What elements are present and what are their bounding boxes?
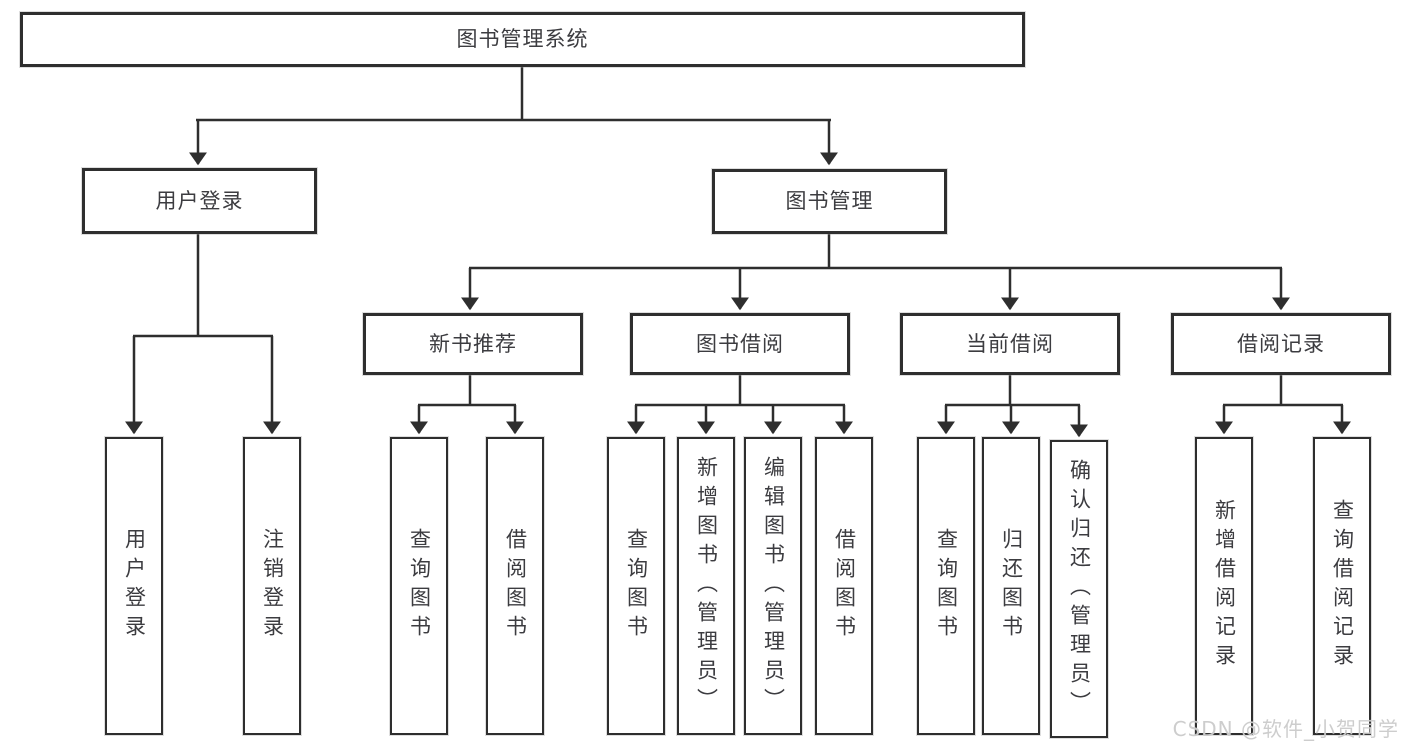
leaf-add-borrow-record-label: 新增借阅记录 xyxy=(1212,499,1237,673)
leaf-query-books-3: 查询图书 xyxy=(917,437,975,735)
leaf-edit-book-admin-label: 编辑图书（管理员） xyxy=(761,455,786,717)
leaf-return-book-label: 归还图书 xyxy=(999,528,1024,644)
leaf-confirm-return-admin: 确认归还（管理员） xyxy=(1050,440,1108,738)
leaf-confirm-return-admin-label: 确认归还（管理员） xyxy=(1067,458,1092,720)
csdn-watermark: CSDN @软件_小贺同学 xyxy=(1172,717,1399,741)
leaf-borrow-books-1: 借阅图书 xyxy=(486,437,544,735)
node-book-management-label: 图书管理 xyxy=(785,189,874,213)
node-borrow-records-label: 借阅记录 xyxy=(1237,331,1325,356)
leaf-borrow-books-1-label: 借阅图书 xyxy=(503,528,528,644)
node-current-borrow-label: 当前借阅 xyxy=(966,331,1054,356)
leaf-logout-label: 注销登录 xyxy=(260,528,285,644)
leaf-query-books-2-label: 查询图书 xyxy=(624,528,649,644)
leaf-add-book-admin-label: 新增图书（管理员） xyxy=(694,455,719,717)
leaf-query-books-1-label: 查询图书 xyxy=(407,528,432,644)
leaf-query-borrow-record-label: 查询借阅记录 xyxy=(1330,499,1355,673)
node-new-book-recommend: 新书推荐 xyxy=(363,313,583,375)
node-library-system-label: 图书管理系统 xyxy=(456,27,589,51)
node-borrow-records: 借阅记录 xyxy=(1171,313,1391,375)
node-book-borrow-label: 图书借阅 xyxy=(696,331,784,356)
node-current-borrow: 当前借阅 xyxy=(900,313,1120,375)
node-book-management: 图书管理 xyxy=(712,169,947,234)
node-user-login: 用户登录 xyxy=(82,168,317,234)
node-library-system: 图书管理系统 xyxy=(20,12,1025,67)
node-book-borrow: 图书借阅 xyxy=(630,313,850,375)
node-new-book-recommend-label: 新书推荐 xyxy=(429,331,517,356)
leaf-query-books-1: 查询图书 xyxy=(390,437,448,735)
leaf-add-book-admin: 新增图书（管理员） xyxy=(677,437,735,735)
leaf-user-login: 用户登录 xyxy=(105,437,163,735)
leaf-edit-book-admin: 编辑图书（管理员） xyxy=(744,437,802,735)
leaf-add-borrow-record: 新增借阅记录 xyxy=(1195,437,1253,735)
leaf-user-login-label: 用户登录 xyxy=(122,528,147,644)
leaf-return-book: 归还图书 xyxy=(982,437,1040,735)
leaf-query-books-3-label: 查询图书 xyxy=(934,528,959,644)
leaf-borrow-books-2: 借阅图书 xyxy=(815,437,873,735)
leaf-logout: 注销登录 xyxy=(243,437,301,735)
node-user-login-label: 用户登录 xyxy=(155,188,244,213)
leaf-borrow-books-2-label: 借阅图书 xyxy=(832,528,857,644)
leaf-query-borrow-record: 查询借阅记录 xyxy=(1313,437,1371,735)
leaf-query-books-2: 查询图书 xyxy=(607,437,665,735)
